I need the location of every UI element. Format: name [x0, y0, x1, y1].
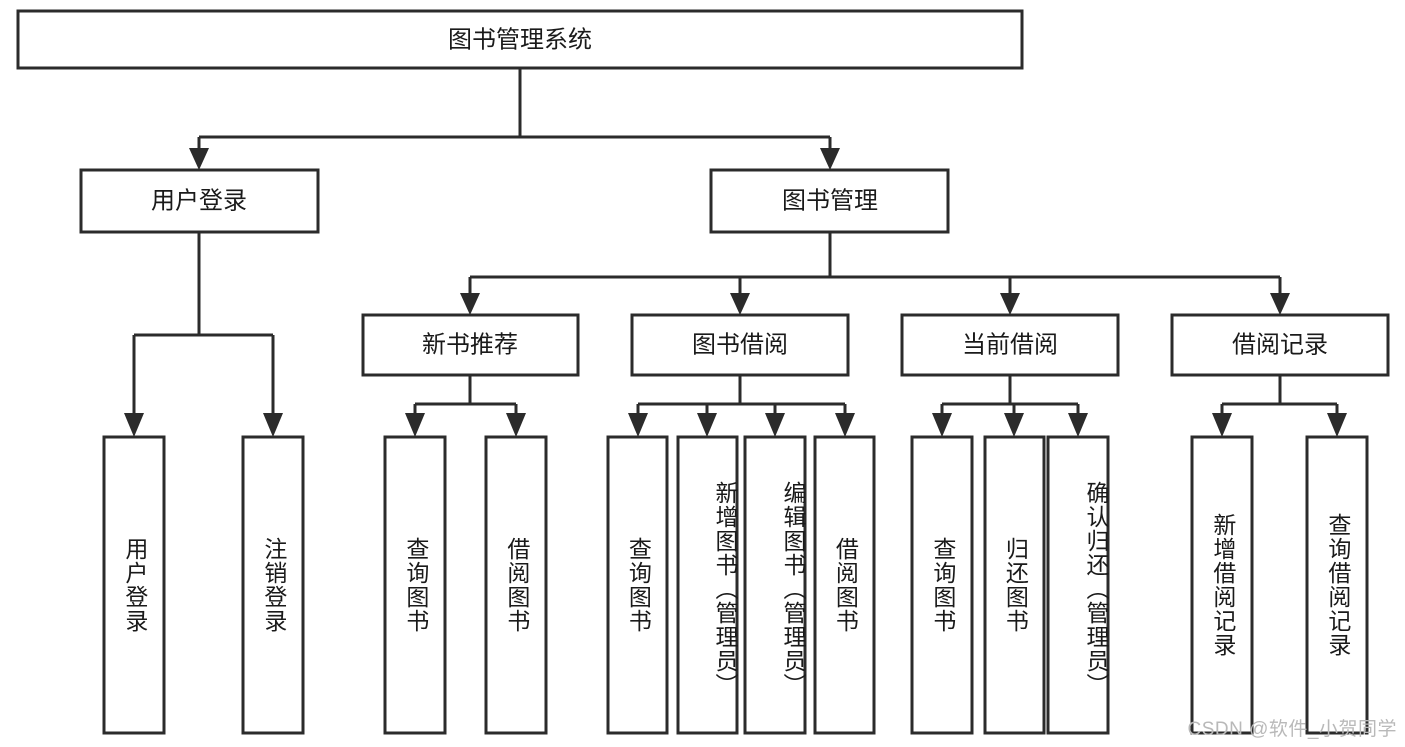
node-root-box[interactable]	[16, 9, 1024, 70]
arrow-head-leaf-borrow-book-1	[506, 413, 526, 437]
leaf-box-query-book-2[interactable]	[606, 435, 669, 735]
arrow-head-book-management	[820, 148, 840, 170]
leaf-box-query-book-3[interactable]	[910, 435, 974, 735]
arrow-head-leaf-logout-login	[263, 413, 283, 437]
leaf-box-query-book-1[interactable]	[383, 435, 447, 735]
arrow-head-book-borrow	[730, 293, 750, 315]
node-book-management[interactable]: 图书管理	[709, 168, 950, 234]
node-current-borrow-box[interactable]	[900, 313, 1120, 377]
arrow-head-leaf-edit-book	[765, 413, 785, 437]
arrow-head-leaf-add-book	[697, 413, 717, 437]
node-user-login-box[interactable]	[79, 168, 320, 234]
arrow-head-leaf-add-borrow-record	[1212, 413, 1232, 437]
node-root[interactable]: 图书管理系统	[16, 9, 1024, 70]
node-book-management-label: 图书管理	[782, 187, 878, 214]
leaf-box-add-book[interactable]	[676, 435, 739, 735]
node-book-borrow-box[interactable]	[630, 313, 850, 377]
arrow-head-new-book-recommend	[460, 293, 480, 315]
node-borrow-record-label: 借阅记录	[1232, 331, 1328, 358]
arrow-head-current-borrow	[1000, 293, 1020, 315]
leaf-box-borrow-book-2[interactable]	[813, 435, 876, 735]
node-book-borrow[interactable]: 图书借阅	[630, 313, 850, 377]
node-book-management-box[interactable]	[709, 168, 950, 234]
node-new-book-recommend[interactable]: 新书推荐	[361, 313, 580, 377]
node-new-book-recommend-box[interactable]	[361, 313, 580, 377]
arrow-head-leaf-query-book-1	[405, 413, 425, 437]
connector-group	[124, 68, 1347, 437]
arrow-head-user-login	[189, 148, 209, 170]
leaf-box-return-book[interactable]	[983, 435, 1046, 735]
arrow-head-borrow-record	[1270, 293, 1290, 315]
watermark-text: CSDN @软件_小贺同学	[1187, 719, 1397, 740]
leaf-box-borrow-book-1[interactable]	[484, 435, 548, 735]
leaf-box-confirm-return[interactable]	[1046, 435, 1110, 735]
node-borrow-record-box[interactable]	[1170, 313, 1390, 377]
arrow-head-leaf-return-book	[1004, 413, 1024, 437]
leaf-box-user-login[interactable]	[102, 435, 166, 735]
node-user-login-label: 用户登录	[151, 187, 247, 214]
node-user-login[interactable]: 用户登录	[79, 168, 320, 234]
leaf-box-add-borrow-record[interactable]	[1190, 435, 1254, 735]
arrow-head-leaf-query-book-2	[628, 413, 648, 437]
arrow-head-leaf-query-book-3	[932, 413, 952, 437]
node-current-borrow[interactable]: 当前借阅	[900, 313, 1120, 377]
arrow-head-leaf-borrow-book-2	[835, 413, 855, 437]
arrow-head-leaf-query-borrow-record	[1327, 413, 1347, 437]
leaf-box-edit-book[interactable]	[743, 435, 807, 735]
arrow-head-leaf-user-login	[124, 413, 144, 437]
node-current-borrow-label: 当前借阅	[962, 331, 1058, 358]
node-root-label: 图书管理系统	[448, 26, 592, 53]
node-borrow-record[interactable]: 借阅记录	[1170, 313, 1390, 377]
arrow-head-leaf-confirm-return	[1068, 413, 1088, 437]
node-new-book-recommend-label: 新书推荐	[422, 331, 518, 358]
node-book-borrow-label: 图书借阅	[692, 331, 788, 358]
leaf-box-logout-login[interactable]	[241, 435, 305, 735]
leaf-box-query-borrow-record[interactable]	[1305, 435, 1369, 735]
leaf-boxes	[102, 435, 1369, 735]
